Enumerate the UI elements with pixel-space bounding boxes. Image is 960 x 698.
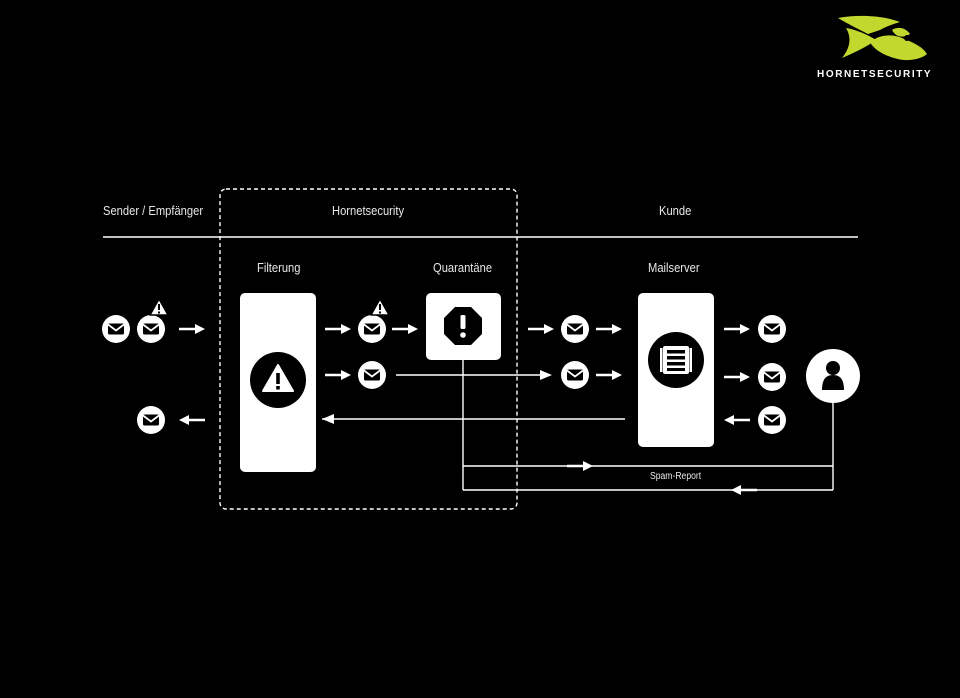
- mail-icon: [357, 314, 387, 344]
- arrow-right-icon: [177, 322, 207, 336]
- arrow-right-icon: [594, 368, 624, 382]
- mail-icon: [757, 314, 787, 344]
- node-label-filtering: Filterung: [257, 260, 301, 275]
- arrow-right-icon: [722, 370, 752, 384]
- stop-icon: [444, 307, 482, 345]
- arrow-right-icon: [390, 322, 420, 336]
- arrow-right-icon: [594, 322, 624, 336]
- mail-icon: [101, 314, 131, 344]
- mail-icon: [757, 405, 787, 435]
- server-icon: [648, 332, 704, 388]
- mail-icon: [560, 360, 590, 390]
- mail-icon: [560, 314, 590, 344]
- zone-label-sender: Sender / Empfänger: [103, 203, 204, 218]
- arrow-right-icon: [722, 322, 752, 336]
- zone-label-kunde: Kunde: [659, 203, 692, 218]
- mail-icon: [136, 405, 166, 435]
- spam-report-label: Spam-Report: [650, 471, 702, 482]
- warning-icon: [370, 298, 390, 316]
- brand-name: HORNETSECURITY: [817, 69, 933, 80]
- mail-icon: [136, 314, 166, 344]
- user-icon: [806, 349, 860, 403]
- spam-report-arrow-right-icon: [565, 459, 595, 473]
- spam-report-arrow-left-icon: [729, 483, 759, 497]
- mail-icon: [357, 360, 387, 390]
- arrow-right-icon: [323, 368, 353, 382]
- mail-icon: [757, 362, 787, 392]
- warning-circle-icon: [250, 352, 306, 408]
- arrow-right-icon: [323, 322, 353, 336]
- arrow-right-icon: [526, 322, 556, 336]
- arrow-left-icon: [722, 413, 752, 427]
- arrow-left-icon: [177, 413, 207, 427]
- warning-icon: [149, 298, 169, 316]
- node-label-quarantine: Quarantäne: [433, 260, 493, 275]
- zone-label-hornetsecurity: Hornetsecurity: [332, 203, 405, 218]
- node-label-mailserver: Mailserver: [648, 260, 700, 275]
- hornetsecurity-zone: [219, 188, 518, 510]
